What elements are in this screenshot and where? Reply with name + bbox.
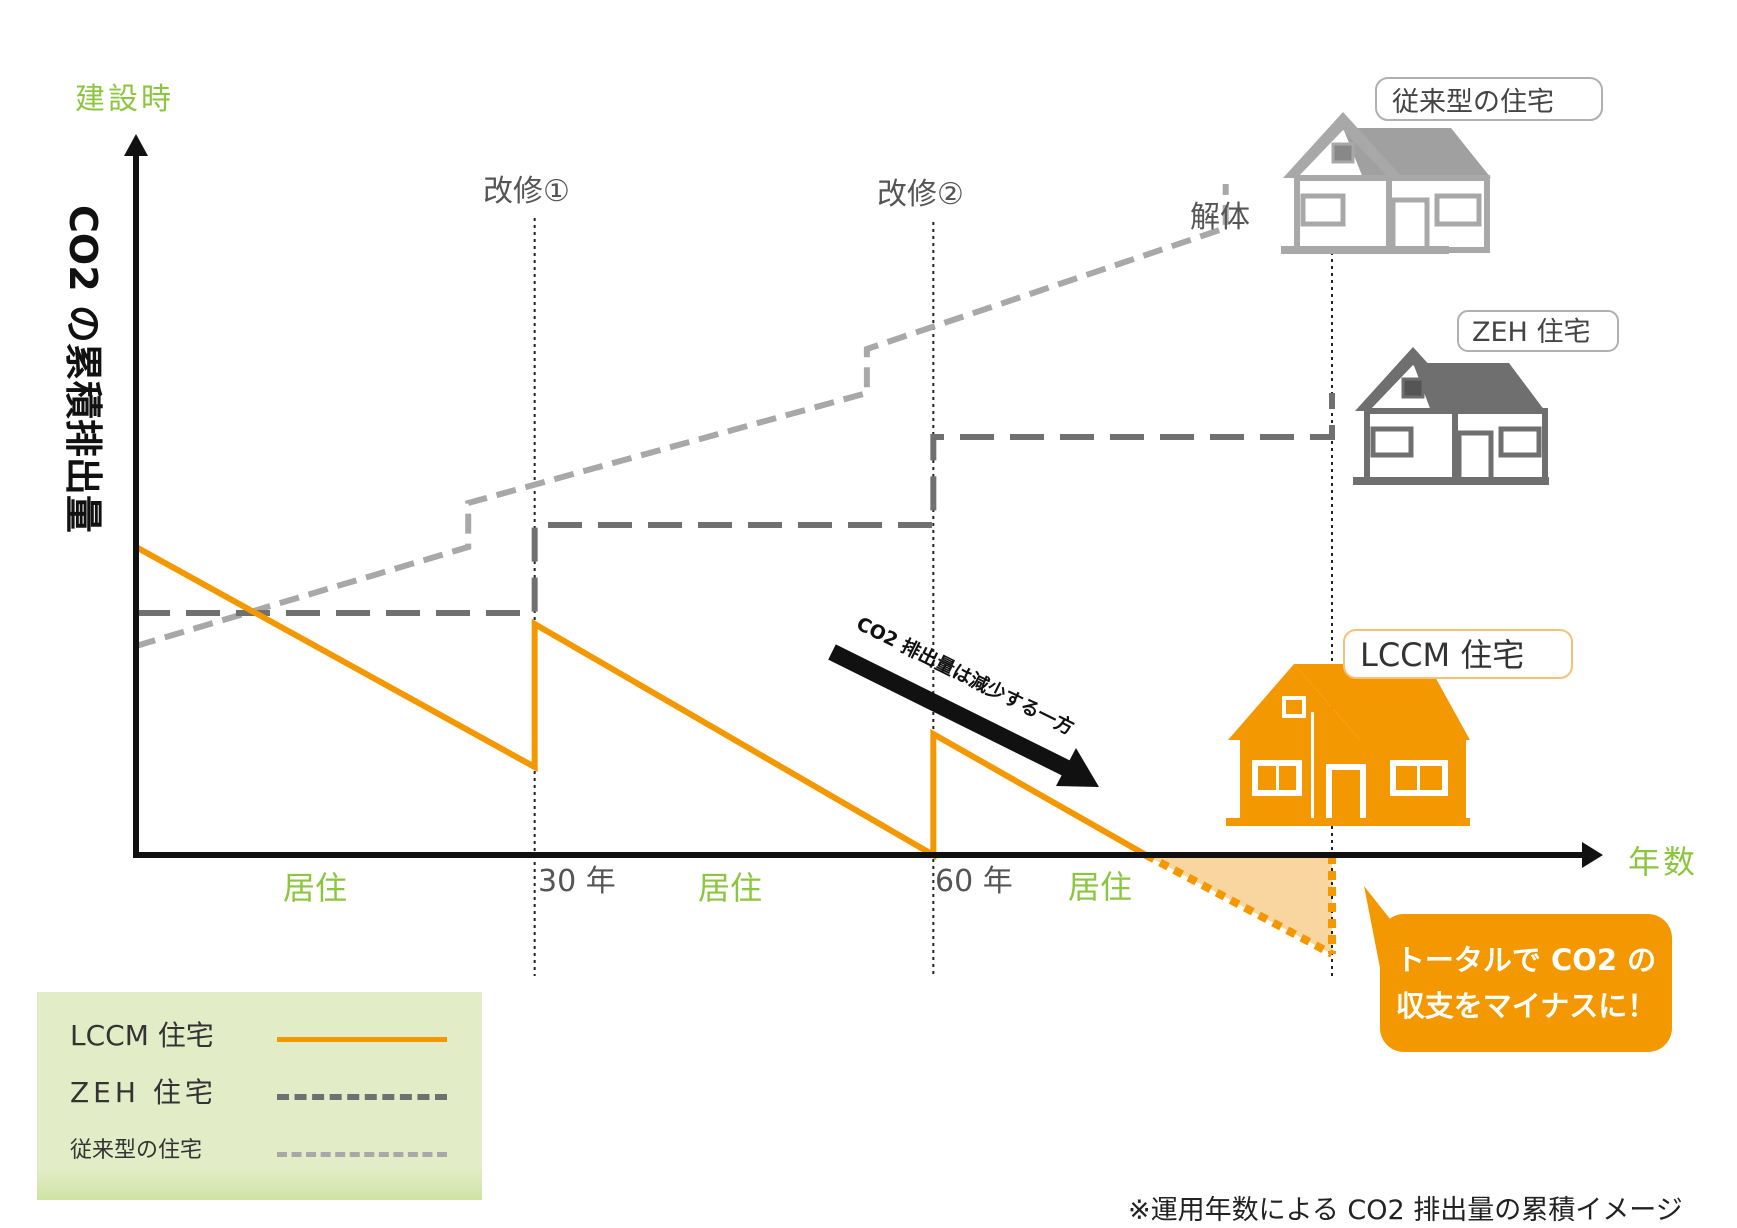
- conventional-house-tag: 従来型の住宅: [1392, 87, 1554, 118]
- y-axis-label: CO2 の累積排出量: [61, 205, 105, 533]
- event-label: 解体: [1190, 200, 1250, 235]
- decrease-annotation: CO2 排出量は減少する一方: [828, 612, 1099, 787]
- phase-label: 居住: [283, 869, 347, 907]
- x-tick-label: 60 年: [935, 864, 1013, 899]
- zeh-house-icon: [1353, 347, 1549, 485]
- legend-item: LCCM 住宅: [70, 1014, 214, 1054]
- conventional-house-tag-box: [1375, 77, 1603, 121]
- series-lccm-negative-line: [1144, 851, 1334, 958]
- zeh-house-tag-box: [1457, 310, 1619, 352]
- legend-swatch-dashed: [277, 1094, 447, 1100]
- legend: LCCM 住宅 ZEH 住宅 従来型の住宅: [37, 992, 482, 1200]
- y-axis-arrow: [124, 134, 148, 156]
- event-label: 改修②: [877, 177, 964, 212]
- series-lccm-line: [134, 544, 1148, 861]
- lccm-house-icon: [1226, 664, 1470, 826]
- lccm-house-tag-box: [1343, 629, 1573, 679]
- x-axis-label: 年数: [1628, 843, 1698, 881]
- y-axis-top-label: 建設時: [75, 82, 174, 117]
- zeh-house-tag: ZEH 住宅: [1472, 317, 1590, 348]
- x-tick-label: 30 年: [538, 864, 616, 899]
- callout-line-2: 収支をマイナスに！: [1395, 989, 1657, 1023]
- lccm-house-tag: LCCM 住宅: [1360, 636, 1524, 674]
- phase-label: 居住: [698, 869, 762, 907]
- legend-item: 従来型の住宅: [70, 1128, 202, 1168]
- series-conventional-line: [135, 184, 1229, 649]
- series-layer: [134, 184, 1336, 958]
- legend-label: LCCM 住宅: [70, 1019, 214, 1052]
- phase-label: 居住: [1068, 868, 1132, 906]
- event-label: 改修①: [483, 174, 570, 209]
- legend-label: ZEH 住宅: [70, 1076, 217, 1109]
- footnote: ※運用年数による CO2 排出量の累積イメージ: [1128, 1195, 1683, 1226]
- legend-item: ZEH 住宅: [70, 1071, 217, 1111]
- legend-label: 従来型の住宅: [70, 1138, 203, 1163]
- legend-swatch-solid: [277, 1037, 447, 1042]
- callout: トータルで CO2 の 収支をマイナスに！: [1380, 914, 1672, 1052]
- series-zeh-line: [136, 393, 1335, 616]
- callout-line-1: トータルで CO2 の: [1395, 943, 1657, 977]
- legend-swatch-dotted: [277, 1152, 447, 1157]
- x-axis-arrow: [1582, 842, 1603, 868]
- conventional-house-icon: [1281, 112, 1491, 254]
